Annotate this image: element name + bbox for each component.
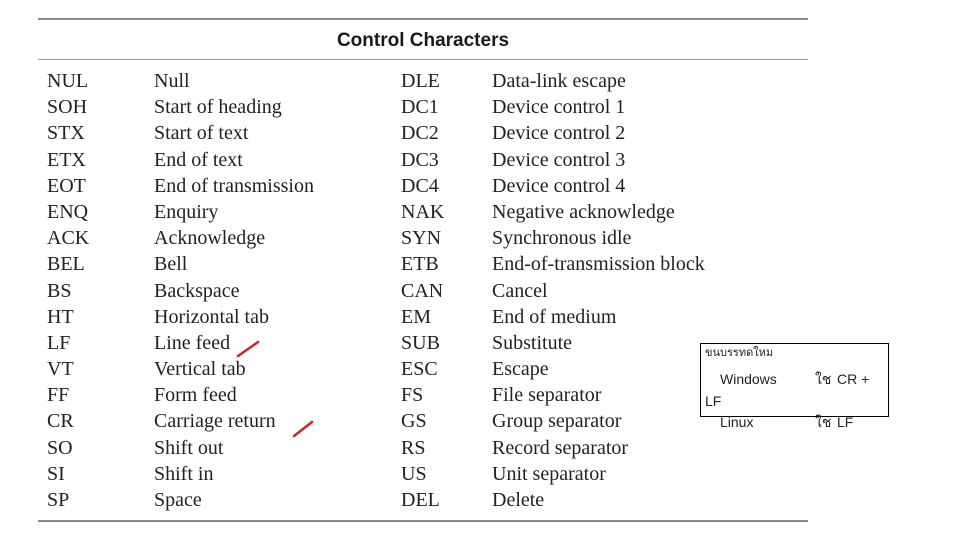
code-name: Synchronous idle — [492, 227, 632, 250]
code-name: Bell — [154, 253, 188, 276]
code-abbrev: LF — [47, 331, 71, 354]
code-abbrev: CAN — [401, 279, 444, 302]
code-name: Delete — [492, 489, 545, 511]
code-abbrev: DC4 — [401, 174, 439, 197]
code-name: File separator — [492, 384, 602, 407]
code-name: Cancel — [492, 279, 548, 302]
code-name: Device control 3 — [492, 148, 626, 171]
code-name: Shift out — [154, 436, 224, 459]
code-abbrev: SO — [47, 436, 73, 459]
table-row: STX Start of text DC2 Device control 2 — [0, 120, 846, 146]
title-rule — [38, 59, 808, 60]
table-row: HT Horizontal tab EM End of medium — [0, 304, 846, 330]
code-name: Form feed — [154, 384, 237, 407]
table-row: ETX End of text DC3 Device control 3 — [0, 147, 846, 173]
code-abbrev: DC1 — [401, 96, 439, 119]
code-abbrev: ESC — [401, 358, 438, 381]
code-name: Data-link escape — [492, 70, 626, 92]
code-name: Line feed — [154, 331, 231, 354]
code-abbrev: EM — [401, 305, 431, 328]
note-linux-value: LF — [837, 414, 854, 430]
table-row: SI Shift in US Unit separator — [0, 461, 846, 487]
code-abbrev: VT — [47, 358, 74, 381]
code-name: Carriage return — [154, 410, 276, 433]
table-row: BS Backspace CAN Cancel — [0, 278, 846, 304]
bottom-rule — [38, 520, 808, 522]
code-abbrev: SOH — [47, 96, 88, 119]
code-abbrev: EOT — [47, 174, 86, 197]
code-name: End of text — [154, 148, 243, 171]
code-name: Record separator — [492, 436, 629, 459]
table-row: CR Carriage return GS Group separator — [0, 408, 846, 434]
note-windows-label: Windows — [720, 371, 777, 387]
code-name: Device control 1 — [492, 96, 626, 119]
code-abbrev: DLE — [401, 70, 440, 92]
note-windows-value: CR + — [837, 371, 870, 387]
table-row: ACK Acknowledge SYN Synchronous idle — [0, 225, 846, 251]
code-abbrev: DEL — [401, 489, 440, 511]
code-name: Horizontal tab — [154, 305, 269, 328]
code-abbrev: BS — [47, 279, 72, 302]
code-abbrev: ETX — [47, 148, 86, 171]
code-name: Shift in — [154, 462, 214, 485]
table-row: VT Vertical tab ESC Escape — [0, 356, 846, 382]
code-abbrev: ENQ — [47, 200, 89, 223]
code-abbrev: US — [401, 462, 427, 485]
code-abbrev: FS — [401, 384, 424, 407]
table-row: EOT End of transmission DC4 Device control … — [0, 173, 846, 199]
code-abbrev: GS — [401, 410, 427, 433]
code-name: Substitute — [492, 331, 573, 354]
table-row: SOH Start of heading DC1 Device control 1 — [0, 94, 846, 120]
code-name: Device control 4 — [492, 174, 626, 197]
code-name: Null — [154, 70, 190, 92]
code-abbrev: SI — [47, 462, 65, 485]
code-abbrev: SP — [47, 489, 70, 511]
code-abbrev: BEL — [47, 253, 85, 276]
code-abbrev: STX — [47, 122, 85, 145]
code-abbrev: FF — [47, 384, 70, 407]
code-name: Negative acknowledge — [492, 200, 675, 223]
code-abbrev: ETB — [401, 253, 439, 276]
note-windows-use: ใช — [815, 371, 832, 387]
code-abbrev: NAK — [401, 200, 445, 223]
code-name: End of medium — [492, 305, 617, 328]
table-row: SO Shift out RS Record separator — [0, 435, 846, 461]
table-row: ENQ Enquiry NAK Negative acknowledge — [0, 199, 846, 225]
code-name: Enquiry — [154, 200, 219, 223]
table-row: BEL Bell ETB End-of-transmission block — [0, 251, 846, 277]
code-name: Device control 2 — [492, 122, 626, 145]
code-name: End-of-transmission block — [492, 253, 705, 276]
table-title: Control Characters — [336, 30, 510, 51]
code-abbrev: SYN — [401, 227, 442, 250]
table-row: FF Form feed FS File separator — [0, 382, 846, 408]
code-name: Acknowledge — [154, 227, 266, 250]
code-abbrev: NUL — [47, 70, 89, 92]
table-row: SP Space DEL Delete — [0, 487, 846, 513]
code-name: Unit separator — [492, 462, 606, 485]
note-windows-value-cont: LF — [705, 393, 722, 409]
code-name: Group separator — [492, 410, 622, 433]
code-abbrev: DC2 — [401, 122, 439, 145]
table-row: LF Line feed SUB Substitute — [0, 330, 846, 356]
code-abbrev: ACK — [47, 227, 90, 250]
table-row: NUL Null DLE Data-link escape — [0, 68, 846, 94]
code-abbrev: DC3 — [401, 148, 439, 171]
note-linux-use: ใช — [815, 414, 832, 430]
note-title: ขนบรรทดใหม — [705, 347, 774, 359]
code-name: Start of text — [154, 122, 249, 145]
code-name: Space — [154, 489, 202, 511]
code-name: Vertical tab — [154, 358, 246, 381]
code-name: End of transmission — [154, 174, 314, 197]
code-name: Backspace — [154, 279, 240, 302]
newline-note-box: ขนบรรทดใหม Windows ใช CR + LF — [700, 343, 889, 417]
code-abbrev: CR — [47, 410, 74, 433]
code-abbrev: RS — [401, 436, 426, 459]
note-linux-label: Linux — [720, 414, 754, 430]
code-abbrev: SUB — [401, 331, 440, 354]
code-name: Start of heading — [154, 96, 282, 119]
code-abbrev: HT — [47, 305, 74, 328]
top-rule — [38, 18, 808, 20]
code-name: Escape — [492, 358, 549, 381]
